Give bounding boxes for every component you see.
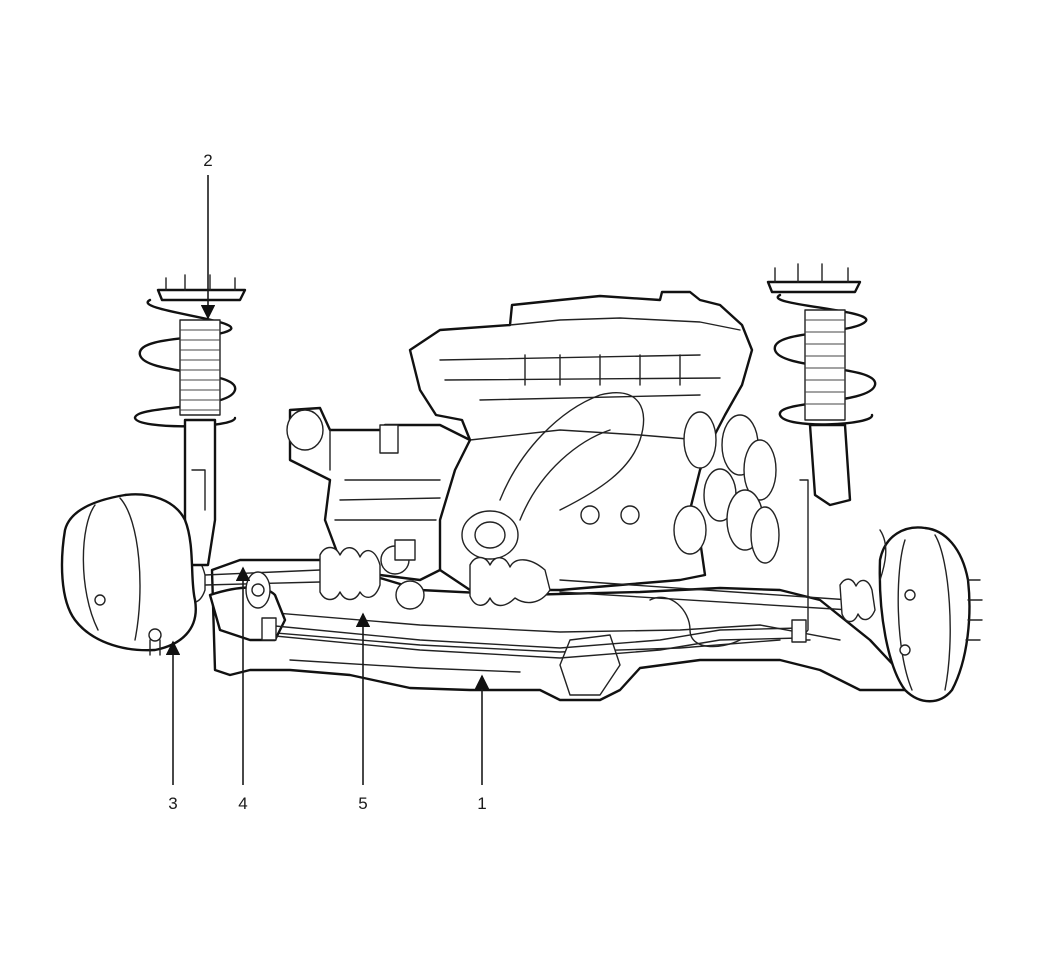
engine-pulleys-illustration	[673, 411, 780, 564]
right-knuckle-hub-illustration	[878, 526, 983, 703]
subframe-crossmember-illustration	[210, 558, 907, 702]
callout-label-2: 2	[203, 151, 212, 170]
callout-leaders	[165, 175, 490, 785]
callout-label-4: 4	[238, 794, 247, 813]
stabilizer-bar-illustration	[261, 617, 807, 659]
callout-label-5: 5	[358, 794, 367, 813]
left-strut-coil-spring-illustration	[133, 274, 247, 567]
right-strut-coil-spring-illustration	[766, 263, 877, 641]
callout-labels: 2 3 4 5 1	[168, 151, 486, 813]
transmission-illustration	[286, 406, 472, 582]
engine-block-illustration	[408, 290, 754, 592]
left-knuckle-hub-illustration	[60, 493, 197, 656]
callout-label-1: 1	[477, 794, 486, 813]
callout-label-3: 3	[168, 794, 177, 813]
